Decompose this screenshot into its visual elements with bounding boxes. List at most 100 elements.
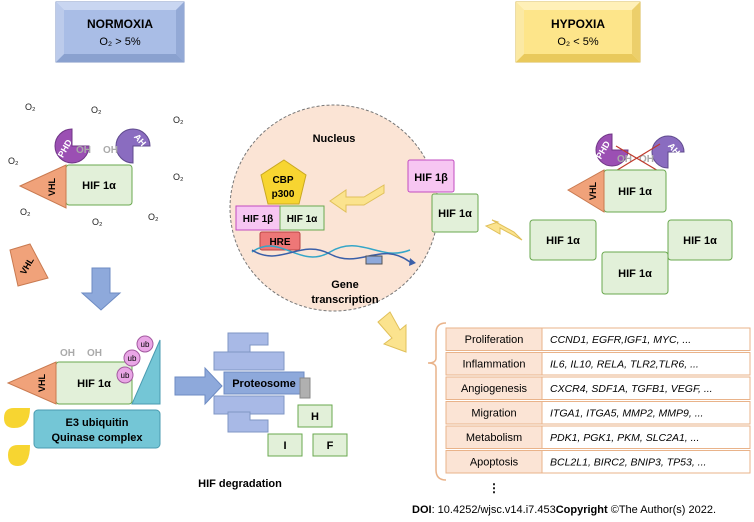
- table-genes-cell: [541, 327, 751, 351]
- doi-label: DOI: [412, 504, 432, 516]
- oxygen-label: O₂: [173, 172, 184, 182]
- vhl-triangle: [567, 169, 605, 213]
- normoxia-title: NORMOXIA: [87, 17, 153, 31]
- fragment-i-label: I: [283, 440, 286, 452]
- oxygen-label: O₂: [92, 217, 103, 227]
- oxygen-label: O₂: [8, 156, 19, 166]
- ubiquitination-complex: OH OH HIF 1α VHL ub ub ub E3 ubiquitin Q…: [4, 335, 161, 466]
- proteosome-label: Proteosome: [232, 378, 296, 390]
- proteasome: Proteosome: [213, 332, 311, 433]
- hif1a-label: HIF 1α: [82, 180, 116, 192]
- left-arrow-icon: [484, 219, 523, 241]
- copyright-value: ©The Author(s) 2022.: [608, 504, 716, 516]
- fragment-h: [297, 404, 333, 428]
- oxygen-label: O₂: [25, 102, 36, 112]
- hif1a-box: [529, 219, 597, 261]
- hre-label: HRE: [269, 237, 290, 248]
- ub-circle: [136, 335, 154, 353]
- oh-label: OH: [103, 145, 118, 156]
- ub-label: ub: [121, 371, 130, 380]
- hif1a-label: HIF 1α: [438, 208, 472, 220]
- vhl-label: VHL: [37, 373, 47, 392]
- vhl-label: VHL: [47, 177, 57, 196]
- hypoxia-condition: O₂ < 5%: [557, 36, 598, 48]
- ub-circle: [123, 349, 141, 367]
- oh-label: OH: [617, 154, 632, 165]
- hif1b-box: [407, 159, 455, 193]
- e3-ubiquitin-box: [33, 409, 161, 449]
- oh-label: OH: [639, 154, 654, 165]
- e3-label-line2: Quinase complex: [51, 432, 143, 444]
- hif1a-label: HIF 1α: [618, 268, 652, 280]
- table-genes: ITGA1, ITGA5, MMP2, MMP9, ...: [550, 408, 703, 420]
- fragment-f-label: F: [327, 440, 334, 452]
- table-genes: IL6, IL10, RELA, TLR2,TLR6, ...: [550, 359, 699, 371]
- table-process: Apoptosis: [470, 457, 519, 469]
- hypoxia-complex: PHD AH OH OH HIF 1α VHL: [567, 133, 685, 213]
- leaf-shape: [8, 445, 30, 466]
- table-process: Migration: [471, 408, 516, 420]
- table-genes: CXCR4, SDF1A, TGFB1, VEGF, ...: [550, 383, 713, 395]
- fragment-f: [312, 433, 348, 457]
- hif1a-label: HIF 1α: [618, 186, 652, 198]
- oxygen-label: O₂: [91, 105, 102, 115]
- copyright-label: Copyright: [556, 504, 608, 516]
- hypoxia-header: HYPOXIA O₂ < 5%: [515, 1, 641, 63]
- fragment-i: [267, 433, 303, 457]
- cbp-label: CBP: [272, 175, 293, 186]
- oh-label: OH: [87, 348, 102, 359]
- hif1b-label: HIF 1β: [243, 214, 274, 225]
- oh-label: OH: [60, 348, 75, 359]
- hif1a-label: HIF 1α: [77, 378, 111, 390]
- table-genes-cell: [541, 450, 751, 474]
- fragments: H I F: [267, 404, 348, 457]
- ub-label: ub: [141, 340, 150, 349]
- oxygen-label: O₂: [148, 212, 159, 222]
- ub-circle: [116, 366, 134, 384]
- left-arrow-icon: [329, 184, 385, 213]
- inhibition-cross: [613, 143, 661, 173]
- gene-marker: [365, 255, 383, 265]
- hif1a-box: [279, 205, 325, 231]
- hif1a-box: [601, 251, 669, 295]
- e3-label-line1: E3 ubiquitin: [66, 417, 129, 429]
- hif1a-box: [431, 193, 479, 233]
- table-process: Inflammation: [463, 359, 526, 371]
- hif1a-label: HIF 1α: [683, 235, 717, 247]
- table-genes-cell: [541, 425, 751, 449]
- hypoxia-title: HYPOXIA: [551, 17, 605, 31]
- hif1a-box: [667, 219, 733, 261]
- table-process: Proliferation: [465, 334, 524, 346]
- normoxia-header: NORMOXIA O₂ > 5%: [55, 1, 185, 63]
- nucleus-label: Nucleus: [313, 133, 356, 145]
- oh-label: OH: [76, 145, 91, 156]
- ah-shape: [115, 128, 151, 164]
- down-right-arrow-icon: [377, 311, 407, 353]
- p300-label: p300: [272, 189, 295, 200]
- down-arrow-icon: [80, 267, 122, 311]
- oxygen-label: O₂: [20, 207, 31, 217]
- dna-strand: [251, 245, 411, 258]
- table-genes: BCL2L1, BIRC2, BNIP3, TP53, ...: [550, 457, 706, 469]
- nucleus: Nucleus CBP p300 HIF 1β HIF 1α HRE Gene …: [229, 104, 479, 312]
- table-genes: PDK1, PGK1, PKM, SLC2A1, ...: [550, 432, 699, 444]
- vhl-label: VHL: [588, 181, 598, 200]
- vhl-triangle: [18, 164, 67, 209]
- table-ellipsis: ⋮: [488, 481, 500, 495]
- footer: DOI: 10.4252/wjsc.v14.i7.453Copyright ©T…: [412, 504, 716, 516]
- right-arrow-icon: [174, 366, 223, 406]
- transcription-label: transcription: [311, 294, 379, 306]
- normoxia-condition: O₂ > 5%: [99, 36, 140, 48]
- hif-degradation-label: HIF degradation: [198, 478, 282, 490]
- e3-wedge: [131, 339, 161, 405]
- dna-strand: [251, 248, 411, 263]
- leaf-shape: [4, 408, 30, 428]
- vhl-triangle: [6, 361, 57, 405]
- phd-shape: [54, 128, 90, 164]
- inhibition-cross: [615, 145, 661, 173]
- hif1b-box: [235, 205, 281, 231]
- oxygen-molecules: O₂ O₂ O₂ O₂ O₂ O₂ O₂ O₂: [8, 102, 184, 227]
- table-genes-cell: [541, 401, 751, 425]
